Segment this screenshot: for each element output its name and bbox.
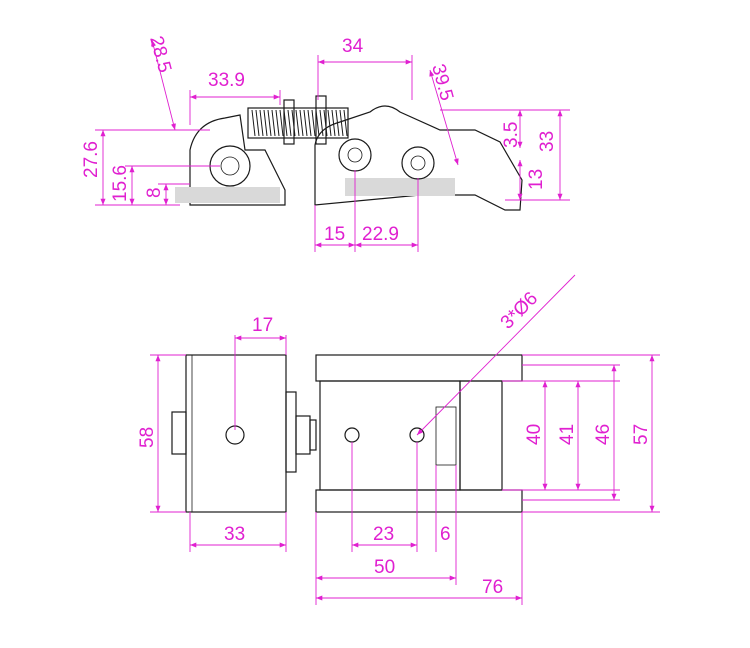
right-slot bbox=[435, 406, 457, 466]
dim-6: 6 bbox=[440, 524, 451, 545]
dim-50: 50 bbox=[374, 557, 395, 578]
right-pivot-b-hex bbox=[410, 155, 426, 171]
dim-33-plan: 33 bbox=[224, 524, 245, 545]
dim-46: 46 bbox=[593, 424, 614, 445]
right-pivot-a-hex bbox=[347, 147, 363, 163]
dim-33: 33 bbox=[537, 131, 558, 152]
screw-shaft bbox=[285, 391, 297, 473]
threaded-screw bbox=[247, 95, 349, 145]
dim-33-9: 33.9 bbox=[208, 70, 245, 91]
dim-27-6: 27.6 bbox=[81, 141, 102, 178]
dim-28-5: 28.5 bbox=[145, 34, 175, 75]
dim-22-9: 22.9 bbox=[362, 224, 399, 245]
dim-58: 58 bbox=[137, 427, 158, 448]
right-pivot-b bbox=[401, 146, 435, 180]
hole-note: 3*Ø6 bbox=[497, 288, 542, 333]
right-pivot-a bbox=[338, 138, 372, 172]
screw-thread bbox=[309, 419, 317, 451]
dim-40: 40 bbox=[524, 424, 545, 445]
left-clamp-body bbox=[189, 114, 286, 206]
dim-15-6: 15.6 bbox=[110, 165, 131, 202]
right-top-plate bbox=[315, 354, 523, 382]
dim-41: 41 bbox=[557, 424, 578, 445]
left-stud bbox=[171, 411, 187, 455]
right-hole-1 bbox=[344, 427, 360, 443]
right-body bbox=[319, 380, 461, 491]
dim-39-5: 39.5 bbox=[427, 62, 457, 103]
dim-57: 57 bbox=[631, 424, 652, 445]
plan-view: 3*Ø6 17 58 33 40 41 46 57 bbox=[137, 274, 660, 605]
dim-3-5: 3.5 bbox=[501, 122, 522, 148]
left-block bbox=[185, 354, 287, 513]
right-jaw bbox=[459, 380, 503, 491]
dim-8: 8 bbox=[144, 187, 165, 198]
side-view: 28.5 33.9 34 39.5 3.5 33 13 27.6 15.6 8 bbox=[81, 34, 570, 252]
dim-15: 15 bbox=[324, 224, 345, 245]
screw-nut bbox=[295, 415, 311, 455]
left-pivot-hex bbox=[220, 156, 240, 176]
dim-17: 17 bbox=[252, 315, 273, 336]
right-bottom-plate bbox=[315, 489, 523, 513]
left-base-plate bbox=[175, 187, 280, 203]
right-base-plate bbox=[345, 178, 455, 196]
dim-76: 76 bbox=[482, 577, 503, 598]
dim-23: 23 bbox=[373, 524, 394, 545]
dim-13: 13 bbox=[526, 169, 547, 190]
dim-34: 34 bbox=[342, 36, 364, 57]
